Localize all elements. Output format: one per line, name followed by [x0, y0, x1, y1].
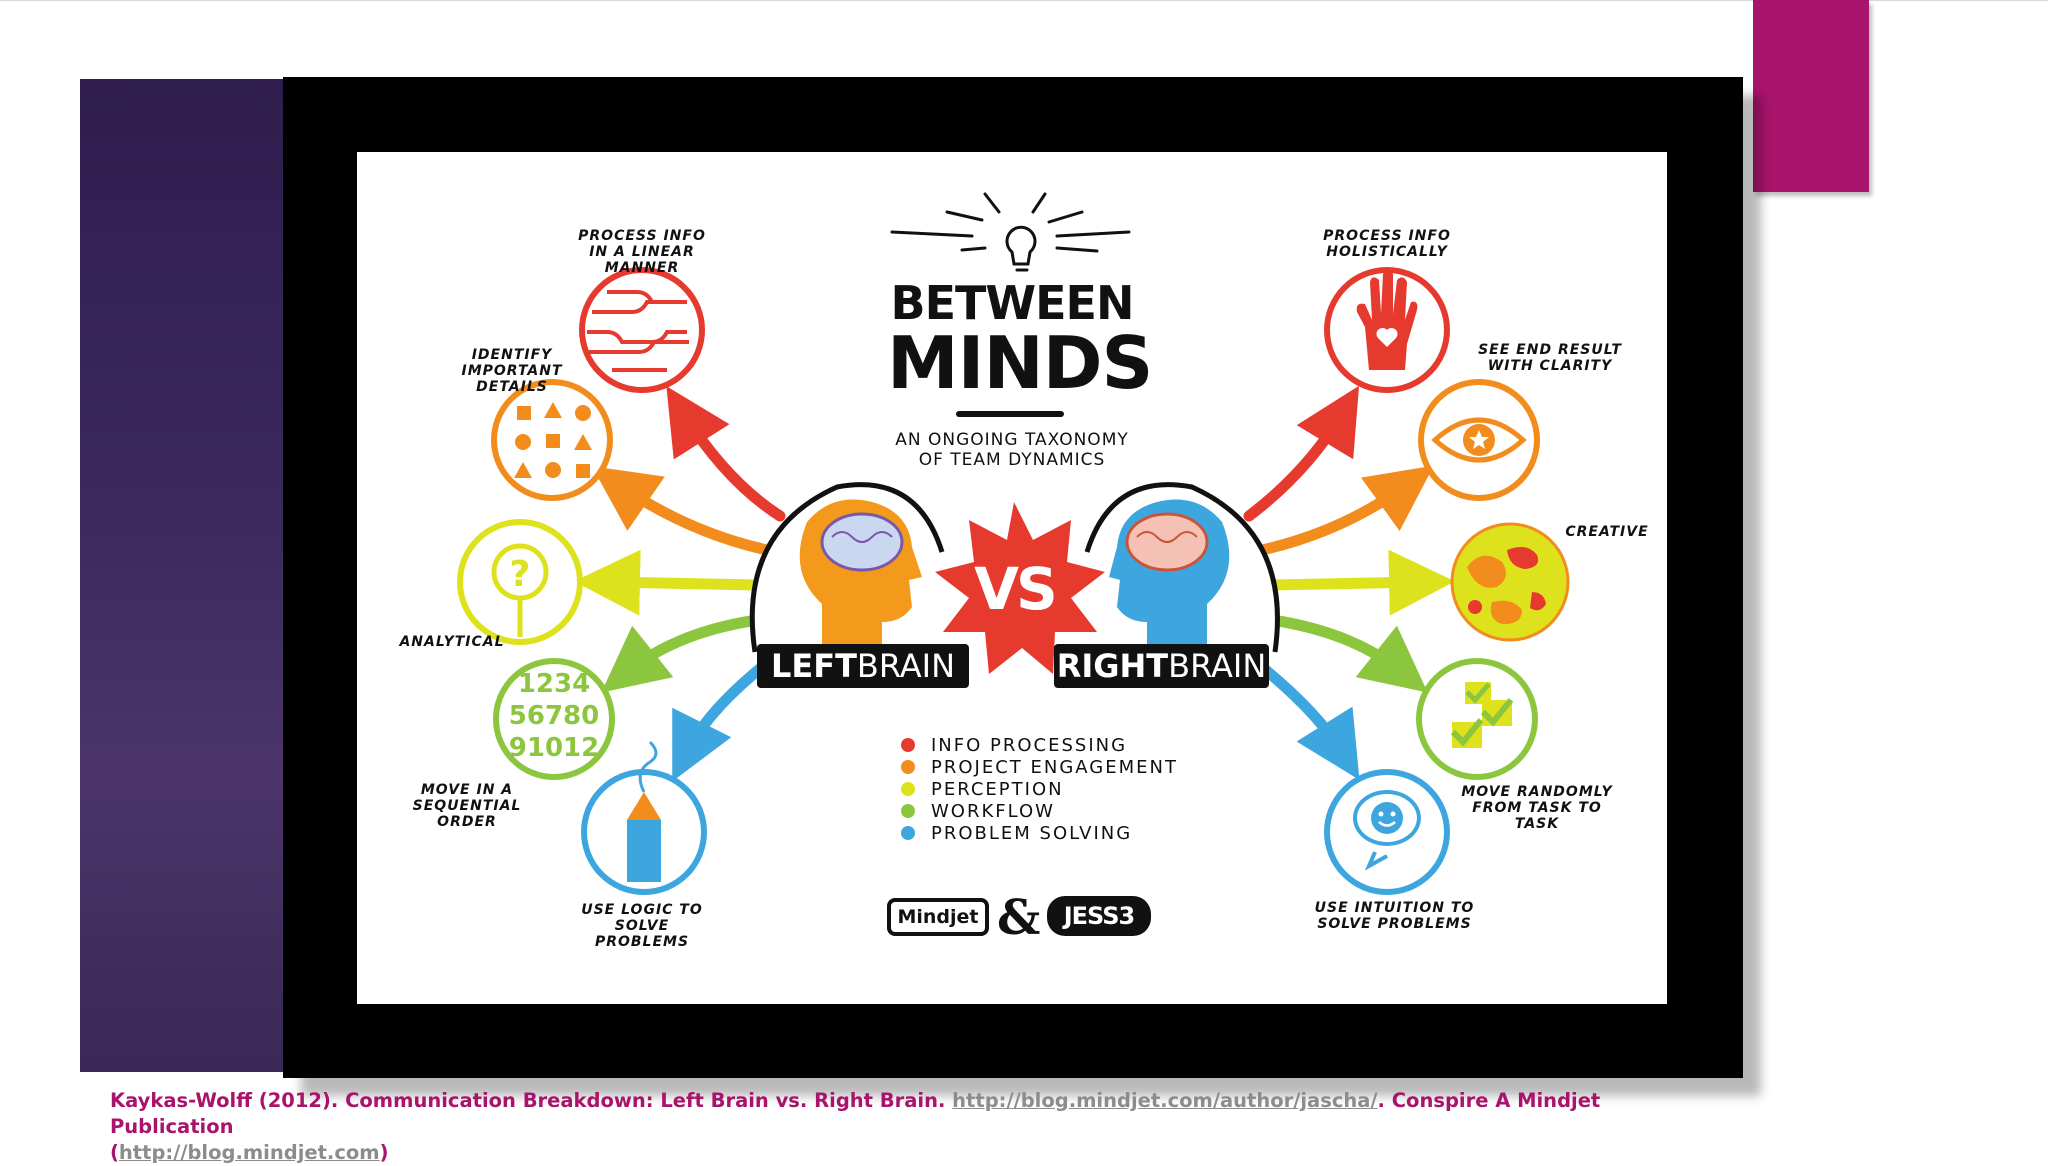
citation-link-author[interactable]: http://blog.mindjet.com/author/jascha/	[952, 1089, 1378, 1112]
label-holistic: PROCESS INFO HOLISTICALLY	[1323, 228, 1451, 260]
infographic-graphics: ? 1234 56780 91012	[457, 192, 1570, 895]
label-linear: PROCESS INFO IN A LINEAR MANNER	[578, 228, 706, 276]
mindjet-logo: Mindjet	[887, 898, 989, 936]
left-brain-bold: LEFT	[770, 647, 857, 685]
arrow-engagement-right	[1256, 465, 1434, 556]
citation-paren-open: (	[110, 1141, 119, 1164]
numbers-row-3: 91012	[509, 733, 599, 763]
arrow-engagement-left	[591, 466, 773, 556]
label-creative: CREATIVE	[1565, 524, 1649, 540]
right-brain-bold: RIGHT	[1056, 647, 1169, 685]
legend-dot	[901, 826, 915, 840]
label-sequential: MOVE IN A SEQUENTIAL ORDER	[412, 782, 522, 830]
arrow-info-processing-right	[1243, 385, 1360, 522]
pencil-icon	[581, 740, 707, 895]
right-brain-light: BRAIN	[1168, 647, 1267, 685]
top-divider	[0, 0, 2048, 1]
legend-label: INFO PROCESSING	[931, 734, 1128, 756]
left-head-icon	[749, 482, 945, 653]
numbers-grid-icon: 1234 56780 91012	[493, 658, 615, 780]
svg-text:?: ?	[510, 554, 531, 595]
label-intuition: USE INTUITION TO SOLVE PROBLEMS	[1314, 900, 1475, 932]
citation-publication: . Conspire A Mindjet Publication	[110, 1089, 1601, 1138]
legend-dot	[901, 782, 915, 796]
subtitle: AN ONGOING TAXONOMY OF TEAM DYNAMICS	[895, 430, 1129, 470]
eye-star-icon	[1418, 379, 1540, 501]
arrow-info-processing-left	[666, 386, 786, 522]
citation-link-blog[interactable]: http://blog.mindjet.com	[118, 1141, 380, 1164]
infographic-canvas: ? 1234 56780 91012	[357, 152, 1667, 1004]
legend-item: INFO PROCESSING	[901, 734, 1178, 756]
left-brain-label: LEFTBRAIN	[757, 644, 969, 688]
title-between: BETWEEN	[890, 276, 1135, 330]
speech-bubble-smiley-icon	[1324, 769, 1450, 895]
legend-item: WORKFLOW	[901, 800, 1178, 822]
label-details: IDENTIFY IMPORTANT DETAILS	[461, 347, 563, 395]
numbers-row-1: 1234	[518, 669, 590, 699]
legend-dot	[901, 738, 915, 752]
legend-item: PERCEPTION	[901, 778, 1178, 800]
creative-splash-icon	[1450, 522, 1570, 642]
hand-heart-icon	[1324, 267, 1450, 393]
accent-block	[1753, 0, 1869, 192]
label-end-result: SEE END RESULT WITH CLARITY	[1478, 342, 1622, 374]
arrow-problem-solving-right	[1256, 661, 1360, 780]
label-logic: USE LOGIC TO SOLVE PROBLEMS	[581, 902, 703, 950]
legend-item: PROBLEM SOLVING	[901, 822, 1178, 844]
title-minds: MINDS	[887, 321, 1153, 405]
ampersand-logo: &	[997, 890, 1041, 946]
arrow-workflow-right	[1266, 614, 1428, 693]
legend-dot	[901, 760, 915, 774]
right-arrows	[1243, 385, 1455, 780]
arrow-perception-right	[1266, 549, 1455, 616]
label-analytical: ANALYTICAL	[399, 634, 505, 650]
question-mark-icon: ?	[457, 519, 583, 645]
lightbulb-icon	[890, 192, 1131, 272]
arrow-perception-left	[574, 549, 763, 616]
legend-label: PROJECT ENGAGEMENT	[931, 756, 1178, 778]
left-brain-light: BRAIN	[856, 647, 956, 685]
numbers-row-2: 56780	[509, 701, 599, 731]
linear-lines-icon	[579, 267, 705, 393]
arrow-workflow-left	[601, 614, 763, 693]
legend-label: WORKFLOW	[931, 800, 1055, 822]
right-brain-label: RIGHTBRAIN	[1054, 644, 1269, 688]
legend: INFO PROCESSING PROJECT ENGAGEMENT PERCE…	[901, 734, 1178, 844]
legend-dot	[901, 804, 915, 818]
left-arrows	[574, 386, 786, 782]
citation: Kaykas-Wolff (2012). Communication Break…	[110, 1088, 1710, 1166]
legend-label: PROBLEM SOLVING	[931, 822, 1133, 844]
vs-starburst	[935, 502, 1105, 674]
vs-label: VS	[974, 555, 1058, 623]
jess3-logo: JESS3	[1047, 896, 1151, 936]
label-random: MOVE RANDOMLY FROM TASK TO TASK	[1461, 784, 1613, 832]
citation-text: Kaykas-Wolff (2012). Communication Break…	[110, 1089, 953, 1112]
shapes-grid-icon	[491, 379, 613, 501]
checkmarks-icon	[1416, 658, 1538, 780]
legend-label: PERCEPTION	[931, 778, 1064, 800]
slide-side-panel	[80, 79, 285, 1072]
right-head-icon	[1084, 482, 1280, 653]
citation-paren-close: )	[379, 1141, 389, 1164]
arrow-problem-solving-left	[672, 661, 768, 782]
legend-item: PROJECT ENGAGEMENT	[901, 756, 1178, 778]
